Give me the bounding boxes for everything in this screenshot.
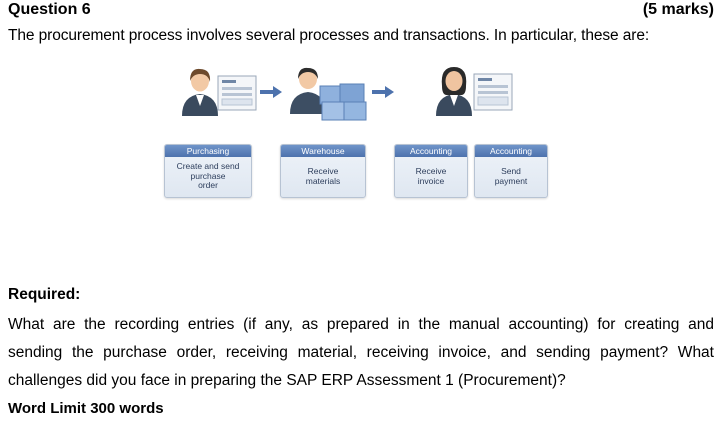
question-title: Question 6 [8, 1, 91, 18]
step-department: Purchasing [165, 145, 251, 157]
question-marks: (5 marks) [642, 1, 714, 18]
step-line: purchase [190, 170, 226, 181]
step-line: invoice [417, 175, 445, 186]
arrow-right-icon [372, 86, 394, 98]
question-intro: The procurement process involves several… [8, 27, 650, 44]
step-line: Receive [415, 166, 447, 176]
arrow-right-icon [260, 86, 282, 98]
step-description: Create and send purchase order [165, 157, 251, 191]
purchasing-person-icon [182, 68, 257, 116]
accounting-person-icon [436, 67, 513, 116]
step-line: payment [494, 175, 528, 186]
step-description: Send payment [475, 157, 547, 186]
step-description: Receive materials [281, 157, 365, 186]
question-line: What are the recording entries (if any, … [8, 316, 714, 333]
required-question: What are the recording entries (if any, … [8, 311, 714, 395]
purchasing-step-box: Purchasing Create and send purchase orde… [164, 144, 252, 198]
step-department: Warehouse [281, 145, 365, 157]
step-line: Receive [307, 166, 339, 176]
warehouse-worker-icon [290, 67, 367, 121]
accounting-receive-box: Accounting Receive invoice [394, 144, 468, 198]
word-limit: Word Limit 300 words [8, 400, 164, 417]
warehouse-step-box: Warehouse Receive materials [280, 144, 366, 198]
step-description: Receive invoice [395, 157, 467, 186]
step-department: Accounting [395, 145, 467, 157]
step-department: Accounting [475, 145, 547, 157]
procurement-diagram: Purchasing Create and send purchase orde… [160, 60, 552, 210]
step-line: Create and send [176, 161, 240, 171]
step-line: materials [305, 175, 341, 186]
question-line: sending the purchase order, receiving ma… [8, 344, 714, 361]
question-heading: Question 6 (5 marks) [8, 1, 714, 23]
step-line: Send [501, 166, 521, 176]
required-label: Required: [8, 286, 81, 303]
step-line: order [198, 180, 218, 190]
question-line: challenges did you face in preparing the… [8, 372, 566, 389]
accounting-payment-box: Accounting Send payment [474, 144, 548, 198]
